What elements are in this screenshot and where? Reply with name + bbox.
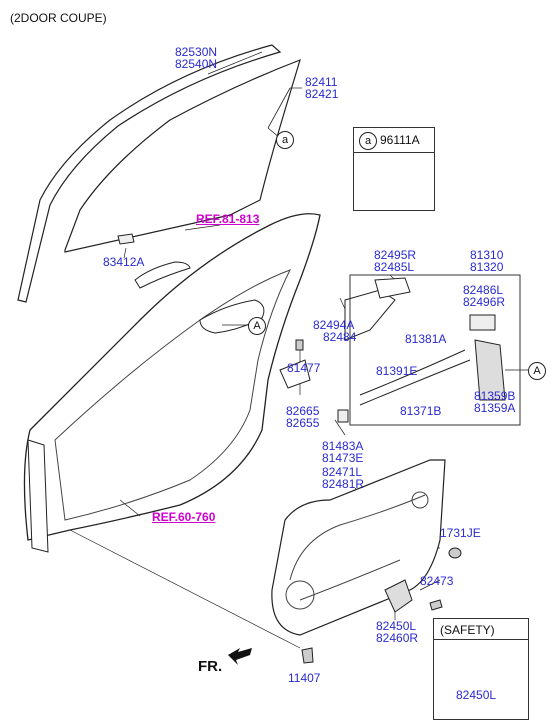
label-81310: 81310 <box>470 248 504 262</box>
label-82496r: 82496R <box>463 295 506 309</box>
callout-a: a <box>276 131 294 149</box>
label-82540n: 82540N <box>175 57 218 71</box>
label-82495r: 82495R <box>374 248 417 262</box>
label-81391e: 81391E <box>376 364 418 378</box>
label-82481r: 82481R <box>322 477 365 491</box>
label-82494a: 82494A <box>313 318 355 332</box>
label-82484: 82484 <box>323 330 357 344</box>
legend-marker: a <box>359 132 377 150</box>
label-81320: 81320 <box>470 260 504 274</box>
ref-81-813[interactable]: REF.81-813 <box>196 212 260 226</box>
label-82655: 82655 <box>286 416 320 430</box>
callout-A-left: A <box>248 317 266 335</box>
regulator-motor <box>384 579 413 613</box>
label-81371b: 81371B <box>400 404 442 418</box>
outside-handle <box>134 261 191 289</box>
label-81477: 81477 <box>287 361 321 375</box>
door-latch <box>474 339 506 401</box>
variant-title: (2DOOR COUPE) <box>10 11 107 25</box>
front-label: FR. <box>198 658 223 675</box>
bolt-81477 <box>295 339 304 351</box>
door-glass <box>64 59 301 253</box>
label-82530n: 82530N <box>175 45 218 59</box>
glass-run-channel <box>17 44 282 303</box>
hinge-bracket <box>344 289 396 341</box>
legend-box: a 96111A <box>353 127 435 211</box>
safety-title: (SAFETY) <box>440 623 495 637</box>
clip-81483a <box>337 409 349 423</box>
cable-81391e <box>359 359 471 406</box>
label-81359a: 81359A <box>474 401 516 415</box>
label-81381a: 81381A <box>405 332 447 346</box>
safety-part-label: 82450L <box>456 688 497 702</box>
label-82665: 82665 <box>286 404 320 418</box>
grommet-1731je <box>448 547 462 559</box>
label-82471l: 82471L <box>322 465 363 479</box>
safety-box: (SAFETY) 82450L <box>433 618 529 720</box>
ref-60-760[interactable]: REF.60-760 <box>152 510 216 524</box>
label-81473e: 81473E <box>322 451 364 465</box>
label-82421: 82421 <box>305 87 339 101</box>
callout-A-right: A <box>528 362 546 380</box>
screw-82473 <box>429 599 443 611</box>
legend-part-number: 96111A <box>380 133 420 147</box>
label-82450l: 82450L <box>376 619 417 633</box>
latch-group-frame <box>349 274 521 426</box>
label-83412a: 83412A <box>103 255 145 269</box>
label-82411: 82411 <box>305 75 338 89</box>
label-82460r: 82460R <box>376 631 419 645</box>
label-82486l: 82486L <box>463 283 504 297</box>
bolt-11407 <box>301 647 314 664</box>
label-82473: 82473 <box>420 574 454 588</box>
label-11407: 11407 <box>288 671 321 685</box>
label-81359b: 81359B <box>474 389 516 403</box>
door-frame <box>23 213 321 541</box>
rod-81371b <box>359 349 466 396</box>
bracket-82665 <box>279 359 311 389</box>
clip-83412a <box>117 233 135 245</box>
label-1731je: 1731JE <box>440 526 481 540</box>
label-81483a: 81483A <box>322 439 364 453</box>
label-82485l: 82485L <box>374 260 415 274</box>
front-arrow <box>228 648 252 665</box>
